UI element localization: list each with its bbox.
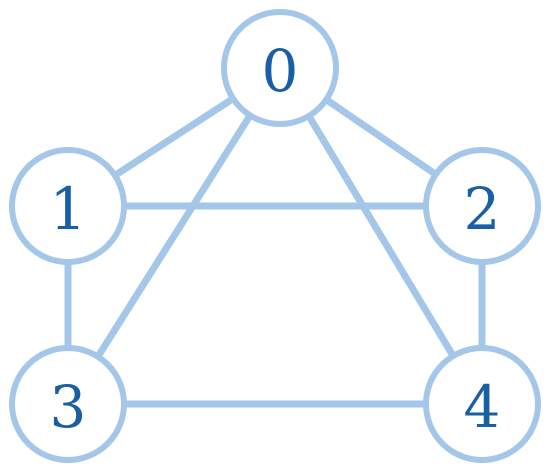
node-0-label: 0 (262, 37, 299, 105)
edge-0-3 (65, 66, 283, 406)
node-4-label: 4 (464, 373, 501, 441)
node-4-circle (423, 345, 541, 463)
node-3-circle (9, 345, 127, 463)
node-1-label: 1 (50, 175, 87, 243)
node-2: 2 (423, 147, 541, 265)
nodes-layer: 0 1 2 3 4 (9, 9, 541, 463)
node-4: 4 (423, 345, 541, 463)
node-3-label: 3 (50, 373, 87, 441)
node-0: 0 (221, 9, 339, 127)
node-3: 3 (9, 345, 127, 463)
edge-0-4 (277, 66, 485, 406)
node-2-circle (423, 147, 541, 265)
node-2-label: 2 (464, 175, 501, 243)
node-0-circle (221, 9, 339, 127)
node-1-circle (9, 147, 127, 265)
node-1: 1 (9, 147, 127, 265)
